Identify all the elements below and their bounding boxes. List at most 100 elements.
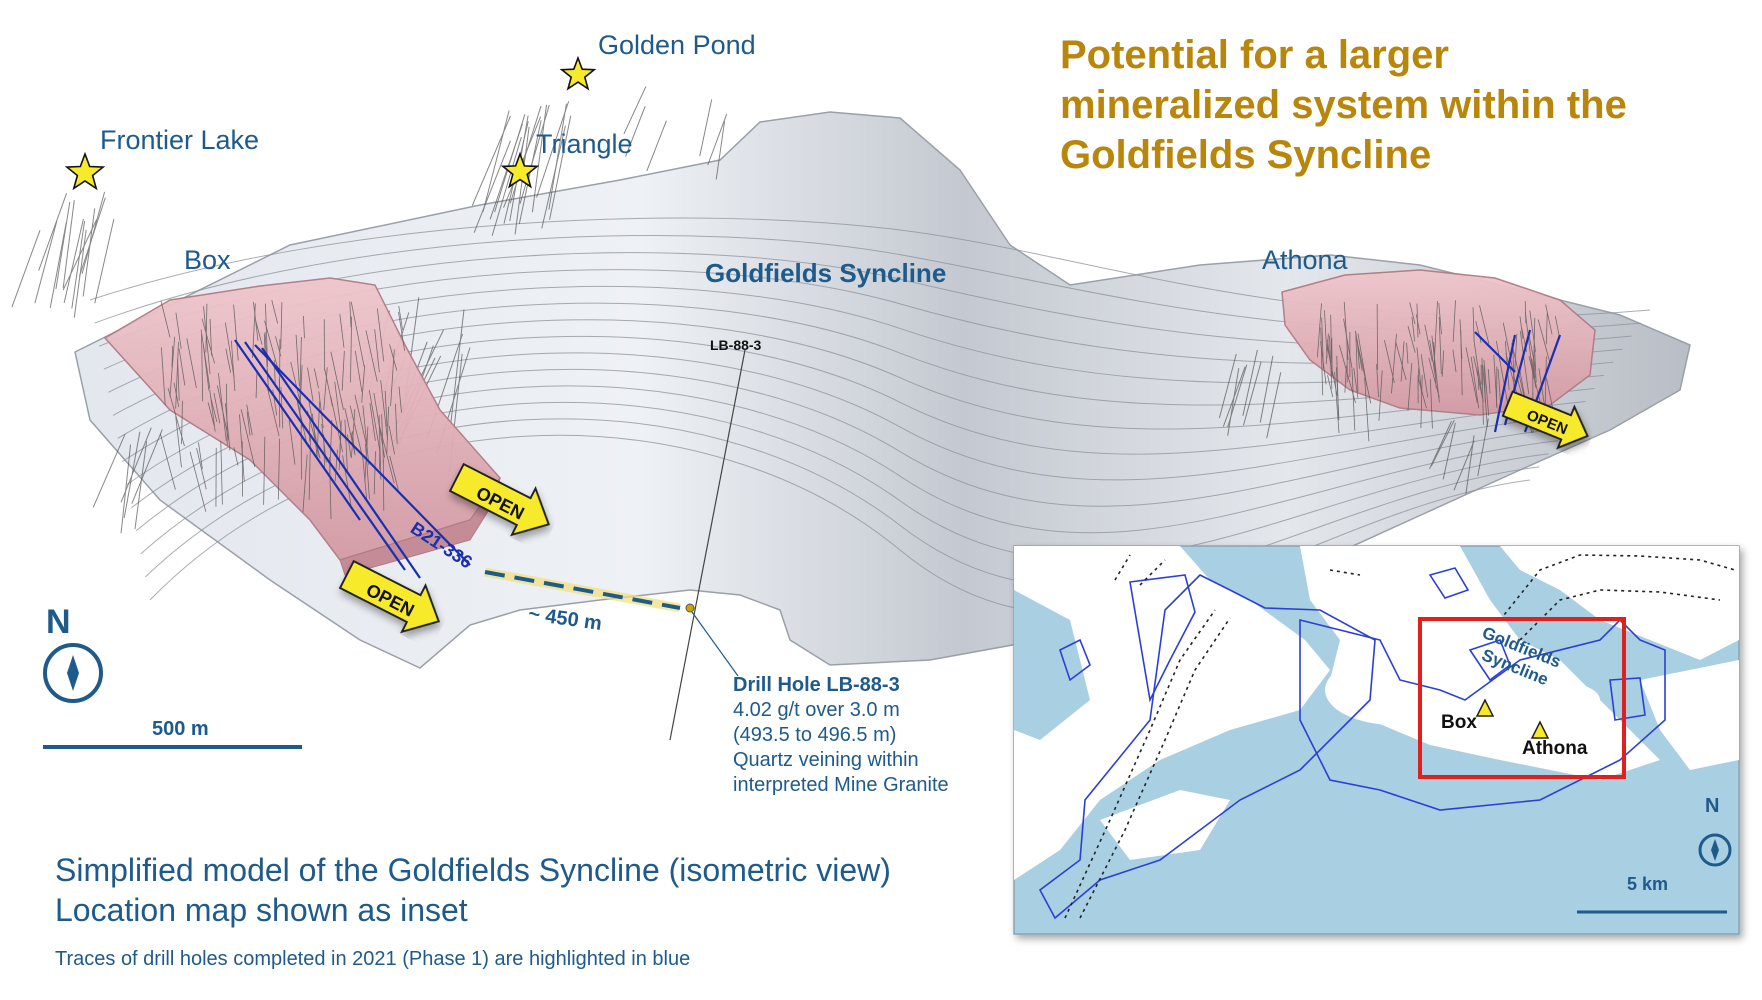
label-golden-pond: Golden Pond — [598, 30, 756, 60]
callout-heading: Drill Hole LB-88-3 — [733, 674, 900, 696]
zone-drill-hatch — [1400, 341, 1405, 382]
inset-scale-label: 5 km — [1627, 874, 1669, 894]
zone-drill-hatch — [347, 434, 352, 458]
callout-line-3: Quartz veining within — [733, 749, 919, 771]
zone-drill-hatch — [1438, 316, 1442, 374]
north-arrow — [43, 643, 103, 703]
zone-drill-hatch — [386, 406, 389, 454]
zone-drill-hatch — [1418, 378, 1427, 409]
callout-line-4: interpreted Mine Granite — [733, 774, 949, 796]
zone-drill-hatch — [1519, 330, 1530, 395]
zone-drill-hatch — [1364, 377, 1370, 442]
callout-line-1: 4.02 g/t over 3.0 m — [733, 699, 900, 721]
drill-trace — [73, 229, 87, 318]
zone-drill-hatch — [240, 409, 256, 468]
open-arrow-box-lower — [338, 559, 440, 634]
zone-drill-hatch — [1327, 375, 1334, 398]
zone-drill-hatch — [209, 318, 212, 356]
headline-line-1: Potential for a larger — [1060, 33, 1449, 77]
zone-drill-hatch — [342, 455, 352, 508]
drill-trace — [55, 202, 71, 290]
zone-drill-hatch — [380, 380, 388, 440]
zone-drill-hatch — [1481, 357, 1484, 425]
drill-trace — [1227, 368, 1240, 436]
zone-drill-hatch — [1351, 368, 1356, 431]
zone-drill-hatch — [1320, 341, 1327, 385]
open-arrow-box-upper — [448, 462, 550, 537]
zone-drill-hatch — [1356, 340, 1372, 404]
drill-trace — [1266, 372, 1282, 439]
distance-connector — [484, 570, 681, 610]
zone-drill-hatch — [1524, 301, 1527, 324]
zone-drill-hatch — [202, 344, 210, 391]
drill-trace — [699, 99, 713, 157]
zone-drill-hatch — [1415, 314, 1421, 335]
drill-trace — [81, 191, 106, 274]
drill-trace — [134, 441, 148, 530]
zone-drill-hatch — [1479, 305, 1490, 345]
zone-drill-hatch — [1529, 310, 1536, 352]
zone-drill-hatch — [203, 306, 211, 375]
figure-caption: Simplified model of the Goldfields Syncl… — [55, 850, 891, 930]
zone-drill-hatch — [1438, 302, 1442, 335]
zone-drill-hatch — [255, 319, 263, 345]
zone-drill-hatch — [1431, 335, 1440, 403]
zone-drill-hatch — [398, 311, 405, 351]
zone-drill-hatch — [1502, 322, 1517, 387]
zone-drill-hatch — [196, 447, 207, 490]
zone-drill-hatch — [344, 408, 356, 456]
zone-drill-hatch — [1353, 368, 1359, 398]
drill-trace — [541, 125, 566, 229]
zone-drill-hatch — [186, 338, 197, 389]
zone-drill-hatch — [1528, 335, 1537, 370]
zone-drill-hatch — [1554, 316, 1560, 336]
drill-trace — [71, 220, 86, 309]
scale-label: 500 m — [152, 718, 209, 740]
drill-trace — [489, 123, 524, 220]
caption-line-1: Simplified model of the Goldfields Syncl… — [55, 852, 891, 888]
drill-trace — [646, 120, 667, 172]
inset-land — [1014, 546, 1739, 880]
zone-drill-hatch — [271, 300, 279, 324]
zone-drill-hatch — [318, 391, 324, 428]
zone-drill-hatch — [1344, 365, 1347, 393]
zone-drill-hatch — [1545, 312, 1548, 345]
zone-drill-hatch — [1460, 330, 1463, 396]
inset-faults — [1064, 554, 1736, 919]
zone-drill-hatch — [200, 329, 211, 389]
zone-drill-hatch — [1452, 300, 1456, 342]
zone-drill-hatch — [1429, 378, 1433, 429]
drill-trace — [92, 434, 126, 508]
figure-note: Traces of drill holes completed in 2021 … — [55, 948, 691, 970]
zone-drill-hatch — [280, 302, 283, 350]
zone-drill-hatch — [220, 441, 223, 505]
zone-drill-hatch — [1528, 356, 1542, 408]
zone-drill-hatch — [334, 449, 338, 482]
zone-drill-hatch — [189, 451, 207, 512]
zone-drill-hatch — [354, 394, 368, 447]
zone-drill-hatch — [207, 402, 215, 426]
zone-drill-hatch — [217, 372, 227, 441]
zone-drill-hatch — [1325, 333, 1329, 364]
zone-drill-hatch — [295, 334, 300, 387]
drill-trace — [548, 103, 567, 210]
athona-zone-drill-hatch — [1316, 300, 1560, 442]
zone-drill-hatch — [173, 382, 180, 407]
zone-drill-hatch — [1416, 347, 1422, 394]
zone-drill-hatch — [365, 330, 378, 382]
drill-trace — [1259, 355, 1274, 423]
zone-drill-hatch — [1330, 314, 1332, 363]
zone-drill-hatch — [1537, 319, 1551, 364]
inset-site-markers — [1475, 698, 1550, 739]
zone-drill-hatch — [1472, 307, 1475, 342]
zone-drill-hatch — [307, 367, 314, 402]
zone-drill-hatch — [1487, 369, 1491, 394]
drill-trace — [120, 444, 132, 534]
zone-drill-hatch — [1475, 321, 1482, 343]
label-goldfields-syncline: Goldfields Syncline — [705, 258, 947, 288]
drill-trace — [536, 101, 570, 198]
drill-trace — [62, 200, 75, 289]
zone-drill-hatch — [160, 300, 171, 338]
zone-drill-hatch — [233, 304, 239, 361]
zone-drill-hatch — [1465, 347, 1478, 403]
